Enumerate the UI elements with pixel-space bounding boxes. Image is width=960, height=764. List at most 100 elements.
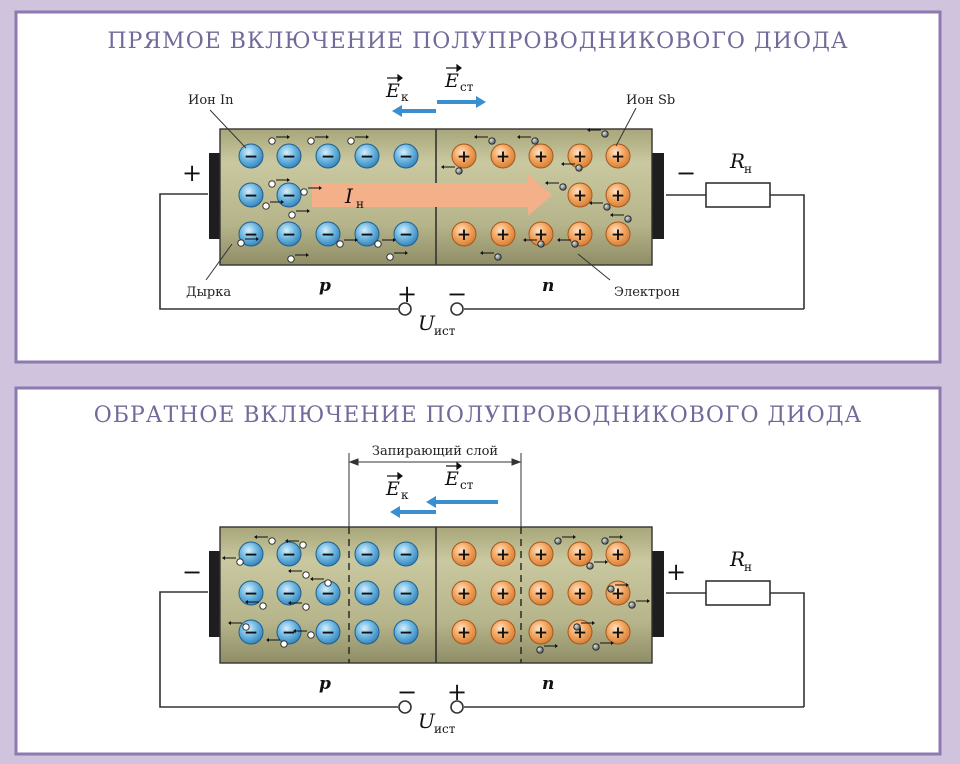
- acceptor-ion: −: [354, 143, 380, 169]
- barrier-label: Запирающий слой: [372, 444, 498, 459]
- source-right-sign: +: [447, 678, 467, 706]
- hole-carrier: [386, 251, 408, 261]
- source-label: U: [418, 311, 436, 335]
- acceptor-ion: −: [354, 580, 380, 606]
- left-terminal-sign: −: [182, 558, 202, 586]
- field-arrows: [390, 496, 498, 518]
- donor-ion: +: [451, 221, 477, 247]
- field-k-sub: к: [401, 90, 409, 104]
- ion-charge-sign: −: [399, 147, 413, 167]
- field-st-label: E: [444, 70, 459, 92]
- source-terminal-right: [450, 302, 464, 316]
- hole-carrier: [307, 135, 329, 145]
- ion-group: −−−−−+++++−−−−−+++++−−−−−+++++: [238, 541, 631, 645]
- ion-charge-sign: +: [611, 545, 625, 565]
- donor-ion: +: [567, 541, 593, 567]
- vector-marks: [387, 63, 462, 83]
- electron-label: Электрон: [614, 285, 680, 300]
- acceptor-ion: −: [238, 619, 264, 645]
- barrier-bracket: [348, 453, 522, 530]
- ion-charge-sign: +: [611, 623, 625, 643]
- ion-charge-sign: +: [496, 147, 510, 167]
- ion-charge-sign: −: [244, 225, 258, 245]
- donor-ion: +: [528, 619, 554, 645]
- ion-charge-sign: +: [496, 623, 510, 643]
- donor-ion: +: [490, 580, 516, 606]
- current-arrow: [312, 174, 552, 216]
- electron-carrier: [536, 644, 558, 654]
- electron-carrier: [545, 181, 567, 191]
- field-st-sub: ст: [460, 478, 474, 492]
- vector-marks: [387, 461, 462, 481]
- donor-ion: +: [451, 143, 477, 169]
- hole-carrier: [288, 601, 310, 611]
- electron-carrier: [554, 535, 576, 545]
- source-label-sub: ист: [434, 324, 456, 338]
- ion-charge-sign: −: [399, 584, 413, 604]
- ion-charge-sign: −: [321, 545, 335, 565]
- hole-carrier: [288, 209, 310, 219]
- electron-carrier: [441, 165, 463, 175]
- ion-charge-sign: −: [282, 545, 296, 565]
- ion-charge-sign: +: [534, 584, 548, 604]
- acceptor-ion: −: [393, 143, 419, 169]
- ion-charge-sign: +: [496, 225, 510, 245]
- field-st-label: E: [444, 468, 459, 490]
- ion-charge-sign: −: [360, 623, 374, 643]
- donor-ion: +: [567, 619, 593, 645]
- donor-ion: +: [567, 580, 593, 606]
- hole-carrier: [245, 600, 267, 610]
- hole-carrier: [254, 535, 276, 545]
- ion-charge-sign: −: [282, 623, 296, 643]
- p-region-label: p: [319, 674, 331, 694]
- resistor-label-sub: н: [744, 162, 752, 176]
- contact-left: [209, 551, 221, 637]
- acceptor-ion: −: [393, 541, 419, 567]
- donor-ion: +: [605, 143, 631, 169]
- donor-ion: +: [490, 221, 516, 247]
- source-right-sign: −: [447, 280, 467, 308]
- resistor: [705, 580, 771, 606]
- ion-charge-sign: −: [244, 186, 258, 206]
- left-terminal-sign: +: [182, 159, 202, 187]
- electron-carrier: [480, 251, 502, 261]
- ion-charge-sign: −: [360, 225, 374, 245]
- hole-carrier: [262, 200, 284, 210]
- hole-label: Дырка: [186, 285, 231, 300]
- acceptor-ion: −: [276, 541, 302, 567]
- electron-carrier: [517, 135, 539, 145]
- ion-charge-sign: +: [534, 545, 548, 565]
- electron-carrier: [592, 641, 614, 651]
- contact-right: [652, 153, 664, 239]
- contact-left: [209, 153, 221, 239]
- electron-carrier: [573, 621, 595, 631]
- ion-charge-sign: +: [573, 186, 587, 206]
- donor-ion: +: [528, 143, 554, 169]
- donor-ion: +: [451, 580, 477, 606]
- carrier-group: [237, 128, 632, 263]
- ion-charge-sign: −: [244, 584, 258, 604]
- acceptor-ion: −: [393, 221, 419, 247]
- source-label-sub: ист: [434, 722, 456, 736]
- source-left-sign: +: [397, 280, 417, 308]
- ion-charge-sign: −: [282, 584, 296, 604]
- carrier-group: [222, 535, 650, 654]
- ion-charge-sign: +: [611, 225, 625, 245]
- source-left-sign: −: [397, 678, 417, 706]
- callout-lines: [205, 107, 637, 281]
- ion-charge-sign: −: [321, 623, 335, 643]
- acceptor-ion: −: [354, 221, 380, 247]
- ion-group: −−−−−+++++−−++−−−−−+++++: [238, 143, 631, 247]
- ion-charge-sign: −: [360, 147, 374, 167]
- donor-ion: +: [490, 619, 516, 645]
- acceptor-ion: −: [238, 143, 264, 169]
- donor-ion: +: [605, 541, 631, 567]
- ion-charge-sign: +: [611, 186, 625, 206]
- ion-charge-sign: +: [457, 545, 471, 565]
- source-terminal-right: [450, 700, 464, 714]
- ion-charge-sign: +: [534, 225, 548, 245]
- ion-charge-sign: +: [457, 225, 471, 245]
- ion-charge-sign: −: [399, 225, 413, 245]
- source-terminal-left: [398, 700, 412, 714]
- electron-carrier: [586, 560, 608, 570]
